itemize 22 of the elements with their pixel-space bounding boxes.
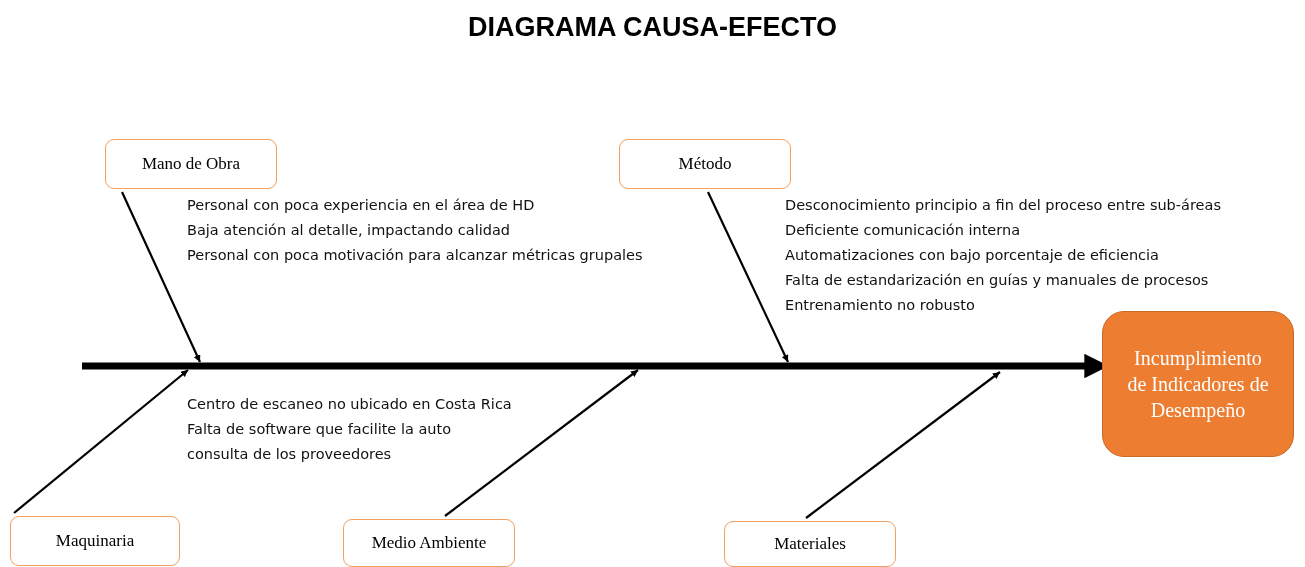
category-box: Materiales — [724, 521, 896, 567]
effect-box: Incumplimiento de Indicadores de Desempeño — [1102, 311, 1294, 457]
cause-text: Entrenamiento no robusto — [785, 296, 975, 315]
diagram-title: DIAGRAMA CAUSA-EFECTO — [467, 12, 838, 43]
arrow — [707, 191, 789, 363]
cause-text: Personal con poca motivación para alcanzar métricas grupales — [187, 246, 643, 265]
cause-text: Centro de escaneo no ubicado en Costa Rica — [187, 395, 512, 414]
cause-text: Personal con poca experiencia en el área de HD — [187, 196, 535, 215]
cause-text: Deficiente comunicación interna — [785, 221, 1021, 240]
category-box: Mano de Obra — [105, 139, 277, 189]
category-box: Maquinaria — [10, 516, 180, 566]
cause-text: Falta de software que facilite la auto consulta de los proveedores — [187, 420, 453, 464]
arrow — [13, 369, 189, 514]
cause-text: Automatizaciones con bajo porcentaje de eficiencia — [785, 246, 1159, 265]
category-box: Medio Ambiente — [343, 519, 515, 567]
arrow — [805, 371, 1001, 519]
arrow — [121, 191, 201, 363]
cause-text: Baja atención al detalle, impactando calidad — [187, 221, 510, 240]
cause-text: Falta de estandarización en guías y manuales de procesos — [785, 271, 1209, 290]
arrow — [444, 369, 639, 517]
cause-text: Desconocimiento principio a fin del proceso entre sub-áreas — [785, 196, 1221, 215]
category-box: Método — [619, 139, 791, 189]
